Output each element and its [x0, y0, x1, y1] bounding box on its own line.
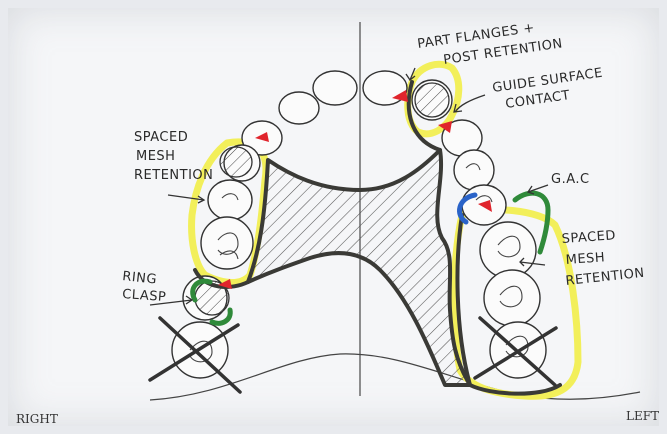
label-ring-clasp-2: CLASP	[122, 287, 167, 305]
label-spaced-mesh-right-1: SPACED	[134, 130, 188, 145]
label-left: LEFT	[626, 409, 659, 423]
label-spaced-mesh-left-1: SPACED	[561, 228, 616, 247]
label-right: RIGHT	[16, 412, 58, 426]
label-spaced-mesh-left-3: RETENTION	[565, 266, 645, 289]
major-connector	[248, 150, 470, 385]
label-gac: G.A.C	[551, 172, 590, 187]
label-spaced-mesh-right-2: MESH	[136, 149, 175, 164]
label-ring-clasp-1: RING	[122, 269, 158, 288]
label-spaced-mesh-left-2: MESH	[565, 250, 605, 268]
label-spaced-mesh-right-3: RETENTION	[134, 168, 213, 183]
